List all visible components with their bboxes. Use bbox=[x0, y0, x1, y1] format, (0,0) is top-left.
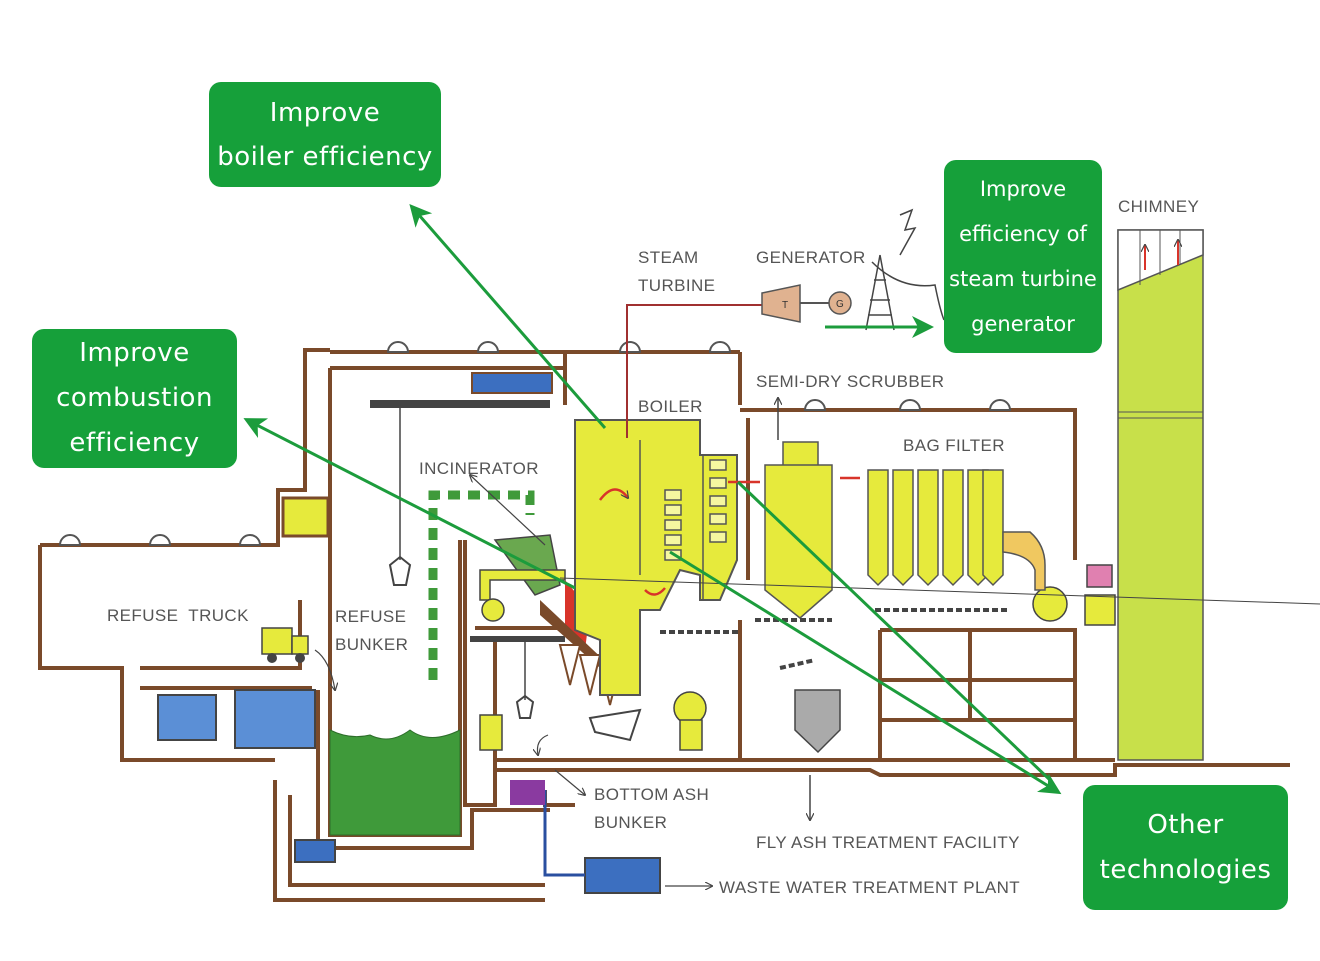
label-chimney: CHIMNEY bbox=[1118, 197, 1199, 216]
label-waste-water: WASTE WATER TREATMENT PLANT bbox=[719, 878, 1020, 897]
label-bag-filter: BAG FILTER bbox=[903, 436, 1005, 455]
callout-combustion-line-1: Improve bbox=[79, 338, 190, 368]
flue-duct bbox=[1002, 531, 1046, 591]
turbine-mark: T bbox=[782, 300, 789, 311]
overhead-crane bbox=[370, 372, 565, 719]
label-incinerator: INCINERATOR bbox=[419, 459, 539, 478]
arrow-boiler bbox=[409, 203, 607, 429]
roof-vents bbox=[58, 341, 1012, 546]
callout-arrows bbox=[243, 203, 1062, 795]
callout-improve-combustion-efficiency: Improve combustion efficiency bbox=[32, 329, 237, 468]
label-steam-turbine-1: STEAM bbox=[638, 248, 699, 267]
fans bbox=[479, 569, 1068, 751]
callout-improve-boiler-efficiency: Improve boiler efficiency bbox=[209, 82, 441, 187]
callout-combustion-line-3: efficiency bbox=[69, 428, 200, 458]
label-generator: GENERATOR bbox=[756, 248, 866, 267]
chimney-inlet bbox=[1084, 594, 1116, 626]
chimney bbox=[1117, 229, 1204, 761]
callout-boiler-line-2: boiler efficiency bbox=[217, 141, 433, 172]
callout-turbine-line-2: efficiency of bbox=[959, 221, 1087, 246]
callout-improve-turbine-efficiency: Improve efficiency of steam turbine gene… bbox=[944, 160, 1102, 353]
refuse-truck bbox=[261, 627, 309, 663]
arrow-combustion bbox=[243, 418, 576, 590]
arrow-other-1 bbox=[669, 550, 1062, 795]
callout-turbine-line-3: steam turbine bbox=[949, 266, 1097, 291]
fly-ash-conveyors bbox=[660, 608, 1010, 670]
leader-arrows bbox=[314, 475, 712, 886]
callout-turbine-line-4: generator bbox=[971, 311, 1075, 336]
section-line bbox=[559, 577, 1320, 605]
callout-other-technologies: Other technologies bbox=[1083, 785, 1288, 910]
label-bottom-ash-1: BOTTOM ASH bbox=[594, 785, 709, 804]
callout-other-line-2: technologies bbox=[1099, 854, 1272, 885]
fly-ash-silo bbox=[794, 689, 841, 754]
turbine-generator: T G bbox=[761, 284, 852, 323]
transmission-tower bbox=[865, 208, 945, 331]
refuse-path-dashes bbox=[428, 490, 535, 680]
induced-draft-fan bbox=[1086, 564, 1113, 588]
arrow-other-2 bbox=[736, 480, 1052, 782]
label-refuse-bunker-1: REFUSE bbox=[335, 607, 406, 626]
callout-combustion-line-2: combustion bbox=[56, 383, 213, 413]
callout-other-line-1: Other bbox=[1147, 809, 1224, 840]
ash-conveyor bbox=[588, 708, 642, 742]
drain-pipe bbox=[543, 790, 585, 877]
callout-boiler-line-1: Improve bbox=[269, 97, 381, 128]
wall-box bbox=[281, 496, 330, 538]
label-steam-turbine-2: TURBINE bbox=[638, 276, 715, 295]
label-boiler: BOILER bbox=[638, 397, 703, 416]
water-tanks bbox=[157, 689, 661, 894]
steam-pipe bbox=[626, 304, 762, 438]
refuse-pile bbox=[329, 729, 461, 836]
callout-turbine-line-1: Improve bbox=[979, 176, 1067, 201]
label-bottom-ash-2: BUNKER bbox=[594, 813, 667, 832]
label-refuse-bunker-2: BUNKER bbox=[335, 635, 408, 654]
boiler-tubes bbox=[664, 459, 727, 561]
bottom-ash-pit bbox=[510, 780, 545, 805]
label-refuse-truck: REFUSE TRUCK bbox=[107, 606, 249, 625]
semi-dry-scrubber bbox=[764, 441, 833, 619]
fan-unit bbox=[479, 714, 503, 751]
label-semi-dry-scrubber: SEMI-DRY SCRUBBER bbox=[756, 372, 945, 391]
label-fly-ash: FLY ASH TREATMENT FACILITY bbox=[756, 833, 1020, 852]
generator-mark: G bbox=[836, 299, 844, 310]
bag-filter bbox=[867, 469, 1004, 587]
